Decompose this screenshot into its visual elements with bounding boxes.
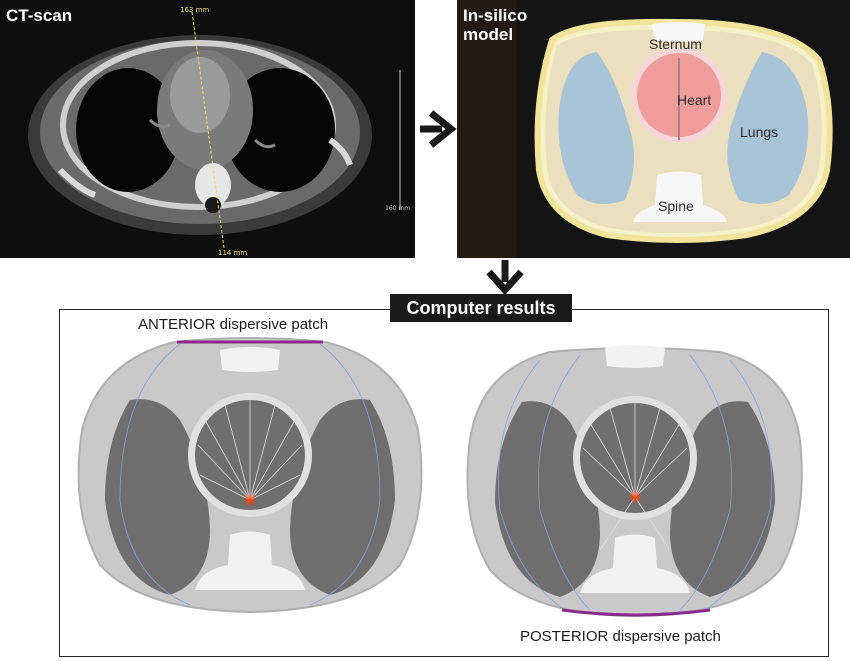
lungs-label: Lungs [740,124,779,140]
ct-scan-title: CT-scan [6,6,73,25]
computer-results-image [77,337,803,618]
posterior-result-section [466,345,803,618]
computer-results-panel: ANTERIOR dispersive patch POSTERIOR disp… [59,309,829,657]
anterior-patch-label: ANTERIOR dispersive patch [138,316,329,333]
ct-scan-image [28,11,401,249]
down-arrow-icon [486,260,524,296]
in-silico-model-image [457,0,833,258]
right-arrow-icon [420,110,457,148]
heart-label: Heart [677,92,712,108]
measurement-side: 160 mm [385,205,411,212]
measurement-top: 163 mm [180,6,210,14]
computer-results-title: Computer results [390,294,572,322]
posterior-patch-label: POSTERIOR dispersive patch [520,628,721,645]
measurement-bottom: 114 mm [218,249,248,257]
ct-scan-panel: CT-scan 163 mm 114 mm 160 mm [0,0,415,258]
sternum-label: Sternum [649,36,702,52]
anterior-result-section [77,337,423,614]
in-silico-model-panel: In-silico model Sternum Heart Lungs Spin… [457,0,850,258]
spine-label: Spine [658,198,694,214]
model-title: In-silico model [463,6,528,44]
